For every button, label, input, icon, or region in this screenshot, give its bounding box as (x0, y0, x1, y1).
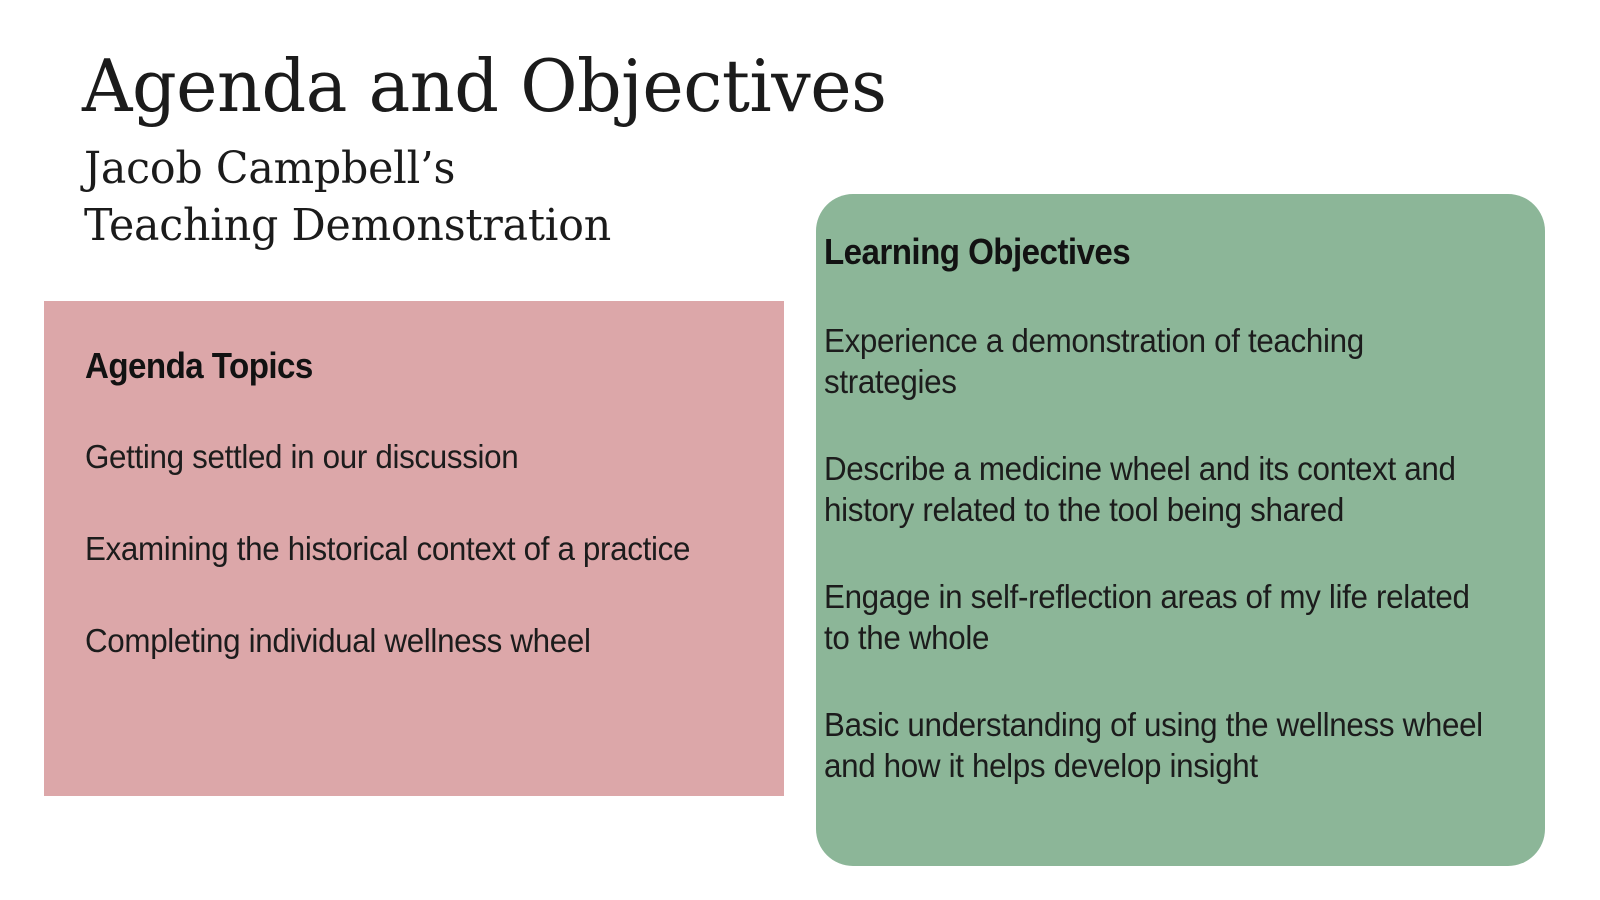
list-item: Examining the historical context of a pr… (85, 530, 691, 567)
list-item: Basic understanding of using the wellnes… (824, 706, 1483, 784)
learning-objectives-heading: Learning Objectives (824, 231, 1131, 272)
list-item: Describe a medicine wheel and its contex… (824, 450, 1456, 528)
slide-subtitle: Jacob Campbell’s Teaching Demonstration (84, 140, 1052, 254)
list-item: Engage in self-reflection areas of my li… (824, 578, 1470, 656)
list-item: Completing individual wellness wheel (85, 622, 591, 659)
title-block: Agenda and Objectives Jacob Campbell’s T… (82, 46, 1082, 254)
agenda-topics-panel: Agenda Topics Getting settled in our dis… (44, 301, 784, 796)
list-item: Experience a demonstration of teaching s… (824, 322, 1364, 400)
slide-subtitle-line-2: Teaching Demonstration (84, 200, 612, 251)
slide-subtitle-line-1: Jacob Campbell’s (84, 143, 456, 194)
learning-objectives-panel: Learning Objectives Experience a demonst… (816, 194, 1545, 866)
page-title: Agenda and Objectives (82, 44, 887, 128)
list-item: Getting settled in our discussion (85, 438, 519, 475)
agenda-topics-heading: Agenda Topics (85, 345, 313, 386)
agenda-topics-list: Getting settled in our discussion Examin… (85, 436, 744, 661)
learning-objectives-list: Experience a demonstration of teaching s… (824, 320, 1519, 786)
